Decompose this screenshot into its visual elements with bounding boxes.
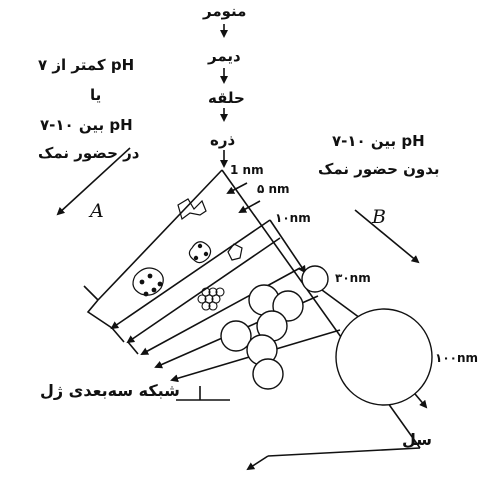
size-label-5nm: ۵ nm xyxy=(257,182,290,196)
stage-ring: حلقه xyxy=(208,89,245,107)
diagonal-tick xyxy=(83,285,99,301)
right-condition-1: pH بین ۱۰-۷ xyxy=(332,132,425,150)
path-b-arrow xyxy=(354,209,420,264)
size-label-10nm: ۱۰nm xyxy=(275,211,311,225)
rung-arrow xyxy=(110,219,271,330)
particle-100nm xyxy=(335,308,433,406)
path-label-b: B xyxy=(372,206,386,228)
rung-arrow xyxy=(140,267,301,355)
gel-bracket xyxy=(176,386,230,401)
left-condition-4: در حضور نمک xyxy=(38,144,140,162)
size-label-1nm: 1 nm xyxy=(230,163,264,177)
left-condition-3: pH بین ۱۰-۷ xyxy=(40,116,133,134)
size-label-100nm: ۱۰۰nm xyxy=(435,351,478,365)
growth-arrow xyxy=(269,219,307,274)
bottom-arrow xyxy=(246,455,269,471)
sol-branch xyxy=(321,289,361,319)
gel-step xyxy=(127,341,139,355)
gel-step xyxy=(86,299,113,329)
gel-network-label: شبکه سه‌بعدی ژل xyxy=(40,381,180,400)
stage-dimer: دیمر xyxy=(208,47,241,65)
sol-label: سل xyxy=(402,430,433,449)
small-arrow xyxy=(238,200,261,213)
path-label-a: A xyxy=(90,200,104,222)
left-condition-2: یا xyxy=(90,86,102,104)
chain-aggregate xyxy=(188,241,212,264)
gel-step xyxy=(111,327,125,343)
small-aggregate xyxy=(177,198,207,221)
cluster-aggregate xyxy=(227,243,243,261)
small-arrow xyxy=(226,182,248,194)
particle-30nm xyxy=(301,265,329,293)
left-condition-1: pH کمتر از ۷ xyxy=(38,56,135,74)
right-condition-2: بدون حضور نمک xyxy=(318,160,440,178)
stage-particle: ذره xyxy=(210,131,236,149)
bottom-line xyxy=(267,447,421,457)
dense-aggregate xyxy=(132,267,164,296)
rung-arrow xyxy=(126,237,281,344)
diagonal-left xyxy=(97,169,223,301)
cluster-bead xyxy=(220,320,252,352)
stage-monomer: منومر xyxy=(203,2,247,20)
size-label-30nm: ۳۰nm xyxy=(335,271,371,285)
cluster-bead xyxy=(252,358,284,390)
path-a-arrow xyxy=(56,147,131,216)
